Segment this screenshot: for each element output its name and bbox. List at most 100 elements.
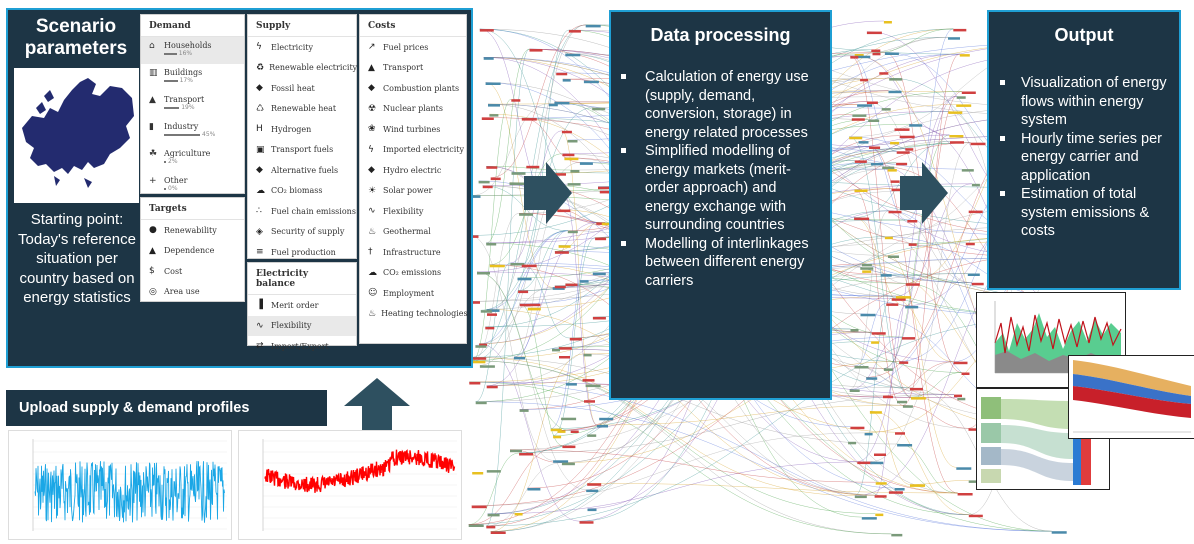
processing-bullet-list: Calculation of energy use (supply, deman… <box>611 68 830 290</box>
bullet-square-icon <box>621 148 626 153</box>
costs-item-nuclear-plants[interactable]: ☢Nuclear plants <box>360 99 466 120</box>
bolt-icon: ϟ <box>368 144 374 155</box>
demand-item-label: Other <box>164 176 188 185</box>
flow-node <box>565 53 581 57</box>
flow-link <box>891 298 954 362</box>
flow-link <box>872 28 954 54</box>
supply-item-label: Alternative fuels <box>271 165 339 175</box>
flow-node <box>891 298 906 301</box>
flow-link <box>475 262 511 402</box>
balance-header: Electricity balance <box>248 263 356 295</box>
flow-node <box>579 280 589 283</box>
supply-item-security-of-supply[interactable]: ◈Security of supply <box>248 222 356 243</box>
bullet-square-icon <box>621 74 626 79</box>
flow-node <box>874 453 886 456</box>
costs-item-co-emissions[interactable]: ☁CO₂ emissions <box>360 263 466 284</box>
share-text: 17% <box>179 77 193 84</box>
sun-icon: ☀ <box>368 185 377 196</box>
flow-link <box>850 55 911 398</box>
flow-node <box>488 104 500 107</box>
balance-item-flexibility[interactable]: ∿Flexibility <box>248 315 356 336</box>
costs-item-infrastructure[interactable]: †Infrastructure <box>360 242 466 263</box>
demand-share: 0% <box>164 185 187 192</box>
costs-item-solar-power[interactable]: ☀Solar power <box>360 181 466 202</box>
targets-menu: Targets ●Renewability▲Dependence$Cost◎Ar… <box>140 197 245 302</box>
costs-item-combustion-plants[interactable]: ◆Combustion plants <box>360 78 466 99</box>
costs-item-wind-turbines[interactable]: ❀Wind turbines <box>360 119 466 140</box>
costs-item-employment[interactable]: ☺Employment <box>360 283 466 304</box>
flow-node <box>510 263 525 266</box>
flow-node <box>486 166 498 169</box>
flow-node <box>854 54 864 57</box>
targets-item-renewability[interactable]: ● Renewability <box>141 220 244 241</box>
flow-node <box>518 290 529 294</box>
flow-link <box>869 410 969 515</box>
balance-item-merit-order[interactable]: ▐Merit order <box>248 295 356 316</box>
targets-item-label: Renewability <box>164 225 217 235</box>
supply-item-fossil-heat[interactable]: ◆Fossil heat <box>248 78 356 99</box>
flow-link <box>909 142 971 389</box>
flow-node <box>905 283 920 286</box>
targets-item-label: Cost <box>164 266 183 276</box>
supply-item-fuel-production[interactable]: ≡Fuel production <box>248 242 356 263</box>
targets-item-dependence[interactable]: ▲Dependence <box>141 241 244 262</box>
costs-item-hydro-electric[interactable]: ◆Hydro electric <box>360 160 466 181</box>
globe-icon: ● <box>149 225 157 236</box>
flow-node <box>567 140 578 143</box>
flow-node <box>587 508 597 512</box>
bullet-text: Modelling of interlinkages between diffe… <box>645 235 809 289</box>
supply-item-fuel-chain-emissions[interactable]: ∴Fuel chain emissions <box>248 201 356 222</box>
flow-node <box>586 489 599 493</box>
bars-icon: ▐ <box>256 300 263 311</box>
demand-header: Demand <box>141 15 244 37</box>
flow-node <box>471 505 487 509</box>
flow-node <box>957 397 966 401</box>
supply-item-renewable-heat[interactable]: ♺Renewable heat <box>248 99 356 120</box>
supply-header: Supply <box>248 15 356 37</box>
tower-icon: † <box>368 247 373 258</box>
flow-node <box>552 287 565 290</box>
costs-item-transport[interactable]: ▲Transport <box>360 58 466 79</box>
flow-node <box>551 173 566 176</box>
trend-icon: ↗ <box>368 42 376 53</box>
flow-link <box>849 210 889 390</box>
flow-node <box>891 533 903 537</box>
demand-item-label: Households <box>164 41 212 50</box>
supply-item-alternative-fuels[interactable]: ◆Alternative fuels <box>248 160 356 181</box>
supply-item-co-biomass[interactable]: ☁CO₂ biomass <box>248 181 356 202</box>
right-arrow-output <box>900 162 948 224</box>
balance-item-import-export[interactable]: ⇄Import/Export <box>248 336 356 357</box>
share-text: 19% <box>181 104 195 111</box>
flow-node <box>519 213 534 216</box>
flow-node <box>472 195 481 198</box>
output-title: Output <box>1054 25 1114 45</box>
flow-node <box>905 305 919 309</box>
costs-item-heating-technologies[interactable]: ♨Heating technologies <box>360 304 468 325</box>
flow-link <box>561 190 598 426</box>
targets-item-area-use[interactable]: ◎Area use <box>141 282 244 303</box>
flow-node <box>870 461 884 465</box>
flow-node <box>850 56 859 59</box>
flow-node <box>875 513 884 517</box>
costs-item-fuel-prices[interactable]: ↗Fuel prices <box>360 37 466 58</box>
flow-node <box>961 169 974 172</box>
flow-node <box>579 162 593 165</box>
targets-item-cost[interactable]: $Cost <box>141 261 244 282</box>
costs-header: Costs <box>360 15 466 37</box>
flow-node <box>554 251 569 254</box>
supply-item-renewable-electricity[interactable]: ♻Renewable electricity <box>248 58 357 79</box>
flow-node <box>592 107 606 111</box>
costs-item-flexibility[interactable]: ∿Flexibility <box>360 201 466 222</box>
costs-item-geothermal[interactable]: ♨Geothermal <box>360 222 466 243</box>
supply-item-transport-fuels[interactable]: ▣Transport fuels <box>248 140 356 161</box>
flow-node <box>883 395 893 399</box>
